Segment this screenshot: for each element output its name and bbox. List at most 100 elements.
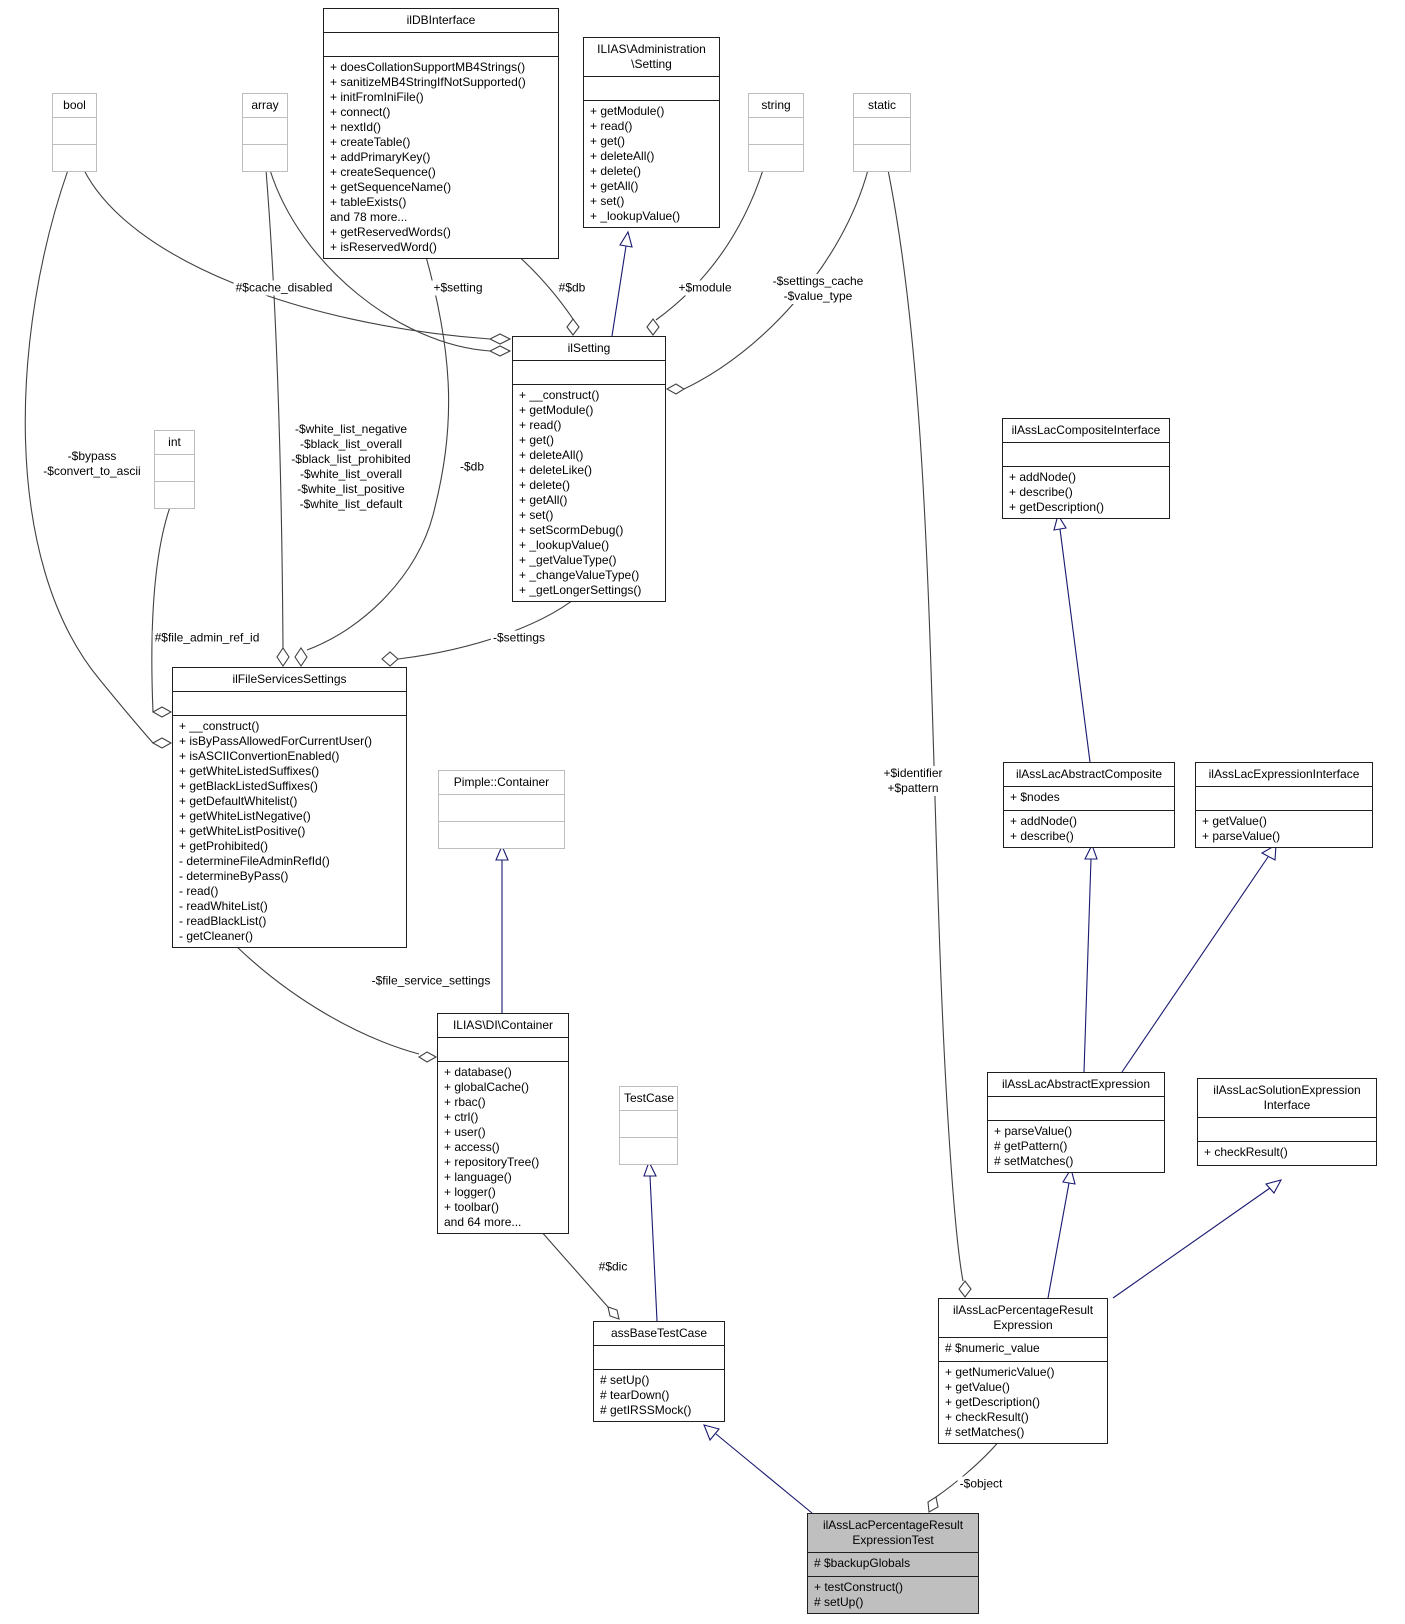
edge-label-line: +$identifier — [883, 766, 943, 780]
edge-label-dic: #$dic — [596, 1259, 630, 1275]
edge-label-file_service: -$file_service_settings — [369, 973, 493, 989]
class-attributes: # $numeric_value — [939, 1337, 1107, 1361]
class-method: + _changeValueType() — [519, 568, 640, 582]
edge-ildbinterface-filesettings — [294, 252, 450, 667]
edge-abstractexpression-abstractcomposite — [1083, 843, 1098, 1073]
class-title: array — [243, 94, 287, 117]
class-method: - readWhiteList() — [179, 899, 268, 913]
class-method: + getWhiteListedSuffixes() — [179, 764, 320, 778]
class-attributes: # $backupGlobals — [808, 1552, 978, 1576]
class-method: + deleteAll() — [519, 448, 584, 462]
class-methods — [749, 144, 803, 171]
edge-label-line: -$settings — [492, 630, 546, 645]
edge-bool-ilsetting — [83, 169, 512, 345]
class-box-testcase: TestCase — [619, 1086, 678, 1165]
class-box-int: int — [154, 430, 195, 509]
class-title: bool — [53, 94, 96, 117]
class-title-line: Expression — [993, 1318, 1053, 1332]
class-methods — [439, 821, 564, 848]
class-attributes — [1003, 442, 1169, 466]
class-method: + database() — [444, 1065, 512, 1079]
edge-abstractexpression-expressioninterface — [1121, 844, 1277, 1073]
class-method: + set() — [590, 194, 625, 208]
edge-label-module: +$module — [676, 280, 734, 296]
class-title-line: Pimple::Container — [453, 775, 550, 789]
edge-label-bypass: -$bypass-$convert_to_ascii — [41, 449, 143, 479]
class-method: + get() — [590, 134, 626, 148]
class-title-line: ilAssLacCompositeInterface — [1011, 423, 1161, 437]
class-method: + initFromIniFile() — [330, 90, 424, 104]
class-attribute: + $nodes — [1010, 790, 1060, 804]
edge-label-line: -$db — [459, 459, 485, 474]
class-title-line: Interface — [1263, 1098, 1311, 1112]
class-methods: + __construct()+ getModule()+ read()+ ge… — [513, 384, 665, 601]
class-method: + getDescription() — [945, 1395, 1041, 1409]
class-method: + getReservedWords() — [330, 225, 451, 239]
class-title-line: ExpressionTest — [852, 1533, 934, 1547]
class-methods: + database()+ globalCache()+ rbac()+ ctr… — [438, 1061, 568, 1233]
class-box-ildbinterface[interactable]: ilDBInterface+ doesCollationSupportMB4St… — [323, 8, 559, 259]
edge-assbasetestcase-testcase — [643, 1160, 658, 1322]
class-title-line: static — [867, 98, 896, 112]
edge-label-db_minus: -$db — [457, 459, 487, 475]
class-method: + parseValue() — [1202, 829, 1281, 843]
class-title-line: assBaseTestCase — [610, 1326, 708, 1340]
class-method: + globalCache() — [444, 1080, 530, 1094]
class-method: # getIRSSMock() — [600, 1403, 692, 1417]
class-title: ilSetting — [513, 337, 665, 360]
class-method: + get() — [519, 433, 555, 447]
class-method: + getBlackListedSuffixes() — [179, 779, 318, 793]
class-methods: + __construct()+ isByPassAllowedForCurre… — [173, 715, 406, 947]
class-methods — [243, 144, 287, 171]
class-methods: + getNumericValue()+ getValue()+ getDesc… — [939, 1361, 1107, 1443]
class-method: and 64 more... — [444, 1215, 522, 1229]
class-method: + read() — [590, 119, 633, 133]
class-title: ilFileServicesSettings — [173, 668, 406, 691]
class-methods: # setUp()# tearDown()# getIRSSMock() — [594, 1369, 724, 1421]
class-box-filesettings[interactable]: ilFileServicesSettings + __construct()+ i… — [172, 667, 407, 948]
edge-label-line: -$white_list_negative — [294, 422, 408, 436]
class-title-line: ilSetting — [567, 341, 611, 355]
class-title: ilAssLacExpressionInterface — [1196, 763, 1372, 786]
class-attributes — [854, 117, 910, 144]
class-method: + _lookupValue() — [519, 538, 610, 552]
class-title: Pimple::Container — [439, 771, 564, 794]
edge-label-identifier: +$identifier+$pattern — [881, 766, 945, 796]
edge-bool-filesettings — [24, 169, 173, 749]
class-method: + describe() — [1010, 829, 1074, 843]
class-method: + doesCollationSupportMB4Strings() — [330, 60, 526, 74]
class-method: + createTable() — [330, 135, 411, 149]
class-box-abstractcomposite[interactable]: ilAssLacAbstractComposite + $nodes + addNo… — [1003, 762, 1175, 848]
class-methods — [53, 144, 96, 171]
edge-percentageexpression-solutioninterface — [1112, 1179, 1283, 1299]
class-box-abstractexpression[interactable]: ilAssLacAbstractExpression+ parseValue()… — [987, 1072, 1165, 1173]
class-method: + getValue() — [945, 1380, 1010, 1394]
class-title: int — [155, 431, 194, 454]
edge-array-filesettings — [265, 169, 290, 667]
edge-percentageexpression-testclass — [927, 1439, 1001, 1513]
class-title-line: string — [761, 98, 791, 112]
class-methods: + addNode()+ describe() — [1004, 810, 1174, 847]
class-box-ilsetting[interactable]: ilSetting + __construct()+ getModule()+ r… — [512, 336, 666, 602]
class-box-assbasetestcase[interactable]: assBaseTestCase # setUp()# tearDown()# ge… — [593, 1321, 725, 1422]
class-attributes — [439, 794, 564, 821]
class-methods: + getValue()+ parseValue() — [1196, 810, 1372, 847]
class-box-dicontainer[interactable]: ILIAS\DI\Container+ database()+ globalCa… — [437, 1013, 569, 1234]
class-box-adminsetting[interactable]: ILIAS\Administration\Setting+ getModule(… — [583, 37, 720, 228]
class-method: + ctrl() — [444, 1110, 479, 1124]
class-box-compositeinterface[interactable]: ilAssLacCompositeInterface+ addNode()+ d… — [1002, 418, 1170, 519]
class-methods: + doesCollationSupportMB4Strings()+ sani… — [324, 56, 558, 258]
class-method: + createSequence() — [330, 165, 436, 179]
class-box-expressioninterface[interactable]: ilAssLacExpressionInterface + getValue()+… — [1195, 762, 1373, 848]
class-method: + nextId() — [330, 120, 382, 134]
edge-label-setting: +$setting — [431, 280, 485, 296]
class-title-line: ilAssLacAbstractComposite — [1015, 767, 1163, 781]
class-title: ilAssLacCompositeInterface — [1003, 419, 1169, 442]
class-title: ilAssLacAbstractComposite — [1004, 763, 1174, 786]
edge-ilsetting-adminsetting — [611, 230, 633, 337]
